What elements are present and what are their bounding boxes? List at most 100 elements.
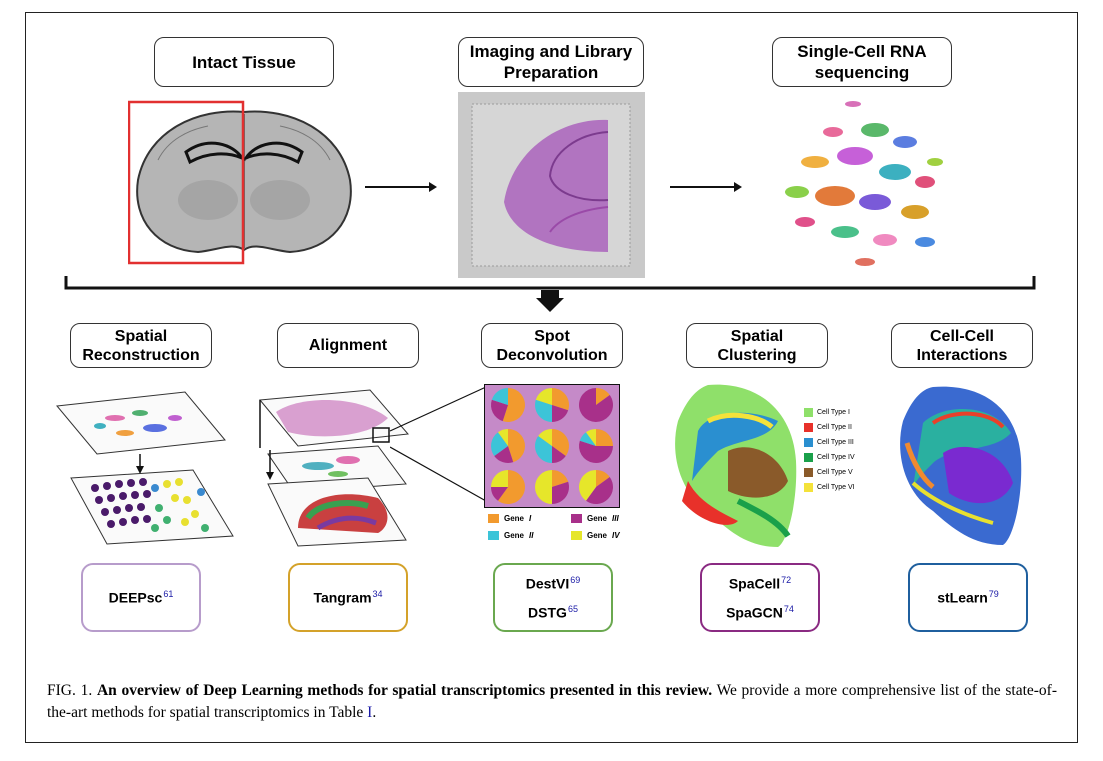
method-box-stlearn: stLearn79 — [908, 563, 1028, 632]
cell-type-legend-item: Cell Type V — [804, 468, 853, 477]
arrow-right-icon — [365, 182, 437, 192]
method-name: Tangram — [313, 589, 372, 606]
cell-type-label: Cell Type III — [817, 439, 854, 446]
gene-legend-item: Gene I — [488, 514, 531, 523]
legend-swatch — [488, 514, 499, 523]
citation-ref[interactable]: 72 — [781, 574, 792, 585]
pie-slice — [502, 388, 525, 422]
spatial-reconstruction-image — [56, 391, 234, 545]
imaging-slide-image — [458, 92, 645, 278]
caption-label: FIG. 1. — [47, 682, 93, 699]
method-name: stLearn — [937, 589, 988, 606]
pie-slice — [552, 405, 569, 422]
caption-end: . — [372, 704, 377, 721]
tissue-zoom-lines — [390, 386, 487, 502]
cell-type-label: Cell Type V — [817, 469, 853, 476]
legend-swatch — [804, 453, 813, 462]
table-ref-link[interactable]: I — [367, 704, 373, 721]
gene-prefix: Gene — [587, 531, 608, 540]
gene-prefix: Gene — [504, 531, 525, 540]
legend-swatch — [804, 468, 813, 477]
gene-legend-item: Gene III — [571, 514, 619, 523]
legend-swatch — [804, 438, 813, 447]
method-box-spacell-spagcn: SpaCell72 SpaGCN74 — [700, 563, 820, 632]
pie-slice — [552, 481, 569, 504]
pie-slice — [552, 429, 569, 456]
cell-interaction-map-image — [900, 386, 1022, 545]
pie-slice — [579, 470, 596, 501]
method-entry: DEEPsc61 — [109, 589, 174, 606]
legend-swatch — [571, 514, 582, 523]
citation-ref[interactable]: 65 — [567, 603, 578, 614]
cell-type-legend-item: Cell Type I — [804, 408, 850, 417]
method-name: DEEPsc — [108, 589, 163, 606]
figure-caption: FIG. 1. An overview of Deep Learning met… — [47, 680, 1057, 724]
pie-slice — [491, 432, 508, 456]
brace-connector — [64, 276, 1036, 312]
citation-ref[interactable]: 69 — [570, 574, 581, 585]
pie-slice — [535, 388, 552, 405]
stage-imaging-library: Imaging and Library Preparation — [458, 37, 644, 87]
gene-legend-item: Gene IV — [571, 531, 620, 540]
stage-single-cell-rna: Single-Cell RNA sequencing — [772, 37, 952, 87]
pie-slice — [579, 440, 613, 463]
task-spatial-reconstruction: Spatial Reconstruction — [70, 323, 212, 368]
citation-ref[interactable]: 61 — [163, 589, 174, 600]
task-label: Spatial Clustering — [717, 327, 797, 364]
method-entry: SpaCell72 — [729, 575, 791, 592]
gene-numeral: III — [612, 514, 619, 523]
gene-numeral: IV — [612, 531, 620, 540]
gene-numeral: II — [529, 531, 534, 540]
pie-slice — [494, 446, 514, 463]
legend-swatch — [804, 483, 813, 492]
citation-ref[interactable]: 74 — [783, 603, 794, 614]
pie-slice — [491, 399, 508, 422]
method-box-deepsc: DEEPsc61 — [81, 563, 201, 632]
cell-type-legend-item: Cell Type III — [804, 438, 854, 447]
caption-text: We provide a more comprehensive list of … — [47, 682, 1058, 721]
method-entry: Tangram34 — [313, 589, 382, 606]
stage-label: Imaging and Library Preparation — [469, 42, 633, 82]
task-label: Cell-Cell Interactions — [916, 327, 1008, 364]
cell-type-legend-item: Cell Type IV — [804, 453, 855, 462]
citation-ref[interactable]: 34 — [372, 589, 383, 600]
figure-frame — [25, 12, 1078, 743]
pie-slice — [552, 446, 566, 463]
pie-slice — [491, 388, 508, 405]
pie-slice — [596, 470, 610, 487]
pie-slice — [535, 436, 552, 463]
task-label: Spatial Reconstruction — [82, 327, 200, 364]
task-spatial-clustering: Spatial Clustering — [686, 323, 828, 368]
pie-slice — [535, 470, 552, 504]
citation-ref[interactable]: 79 — [988, 589, 999, 600]
method-entry: DSTG65 — [528, 604, 578, 621]
legend-swatch — [804, 408, 813, 417]
method-box-tangram: Tangram34 — [288, 563, 408, 632]
legend-swatch — [571, 531, 582, 540]
gene-prefix: Gene — [587, 514, 608, 523]
cell-type-label: Cell Type IV — [817, 454, 855, 461]
pie-slice — [579, 388, 613, 422]
pie-slice — [498, 429, 508, 446]
arrow-right-icon — [670, 182, 742, 192]
spatial-clustering-image — [675, 384, 797, 547]
gene-numeral: I — [529, 514, 532, 523]
method-box-destvi-dstg: DestVI69 DSTG65 — [493, 563, 613, 632]
cell-type-legend-item: Cell Type VI — [804, 483, 855, 492]
cell-type-legend-item: Cell Type II — [804, 423, 852, 432]
pie-slice — [535, 399, 552, 422]
method-name: SpaGCN — [726, 604, 783, 621]
method-entry: stLearn79 — [937, 589, 999, 606]
cell-type-label: Cell Type I — [817, 409, 850, 416]
gene-prefix: Gene — [504, 514, 525, 523]
cell-type-label: Cell Type VI — [817, 484, 855, 491]
stage-intact-tissue: Intact Tissue — [154, 37, 334, 87]
stage-label: Intact Tissue — [192, 52, 296, 72]
method-name: DSTG — [528, 604, 567, 621]
pie-slice — [491, 470, 508, 487]
pie-slice — [538, 429, 552, 446]
pie-slice — [491, 487, 508, 501]
pie-slice — [586, 429, 596, 446]
task-label: Spot Deconvolution — [496, 327, 608, 364]
pie-slice — [508, 429, 525, 463]
